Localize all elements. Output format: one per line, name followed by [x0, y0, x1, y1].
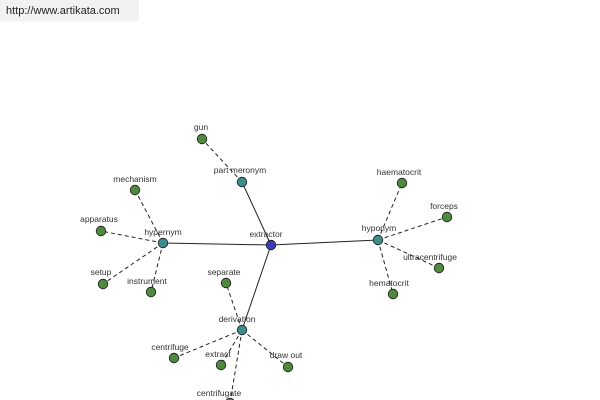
edge-part-meronym-gun — [201, 138, 243, 183]
node-separate[interactable] — [220, 277, 232, 289]
node-label-setup[interactable]: setup — [91, 267, 112, 277]
edge-hypernym-instrument — [150, 242, 164, 293]
node-label-extract[interactable]: extract — [205, 349, 231, 359]
node-forceps[interactable] — [441, 211, 453, 223]
node-instrument[interactable] — [145, 286, 157, 298]
node-extractor[interactable] — [265, 239, 277, 251]
node-label-part-meronym[interactable]: part meronym — [214, 165, 266, 175]
edge-hyponym-haematocrit — [377, 182, 403, 241]
node-label-hyponym[interactable]: hyponym — [362, 223, 397, 233]
node-gun[interactable] — [196, 133, 208, 145]
url-banner[interactable]: http://www.artikata.com — [0, 0, 139, 21]
edges-layer — [100, 138, 448, 400]
node-apparatus[interactable] — [95, 225, 107, 237]
node-hematocrit[interactable] — [387, 288, 399, 300]
edge-derivation-centrifuge — [173, 329, 243, 359]
node-label-hematocrit[interactable]: hematocrit — [369, 278, 409, 288]
node-hyponym[interactable] — [372, 234, 384, 246]
edge-extractor-hyponym — [270, 239, 379, 246]
node-label-haematocrit[interactable]: haematocrit — [377, 167, 422, 177]
node-label-mechanism[interactable]: mechanism — [113, 174, 156, 184]
node-label-forceps[interactable]: forceps — [430, 201, 458, 211]
edge-hypernym-apparatus — [100, 230, 164, 244]
node-label-centrifugate[interactable]: centrifugate — [197, 388, 242, 398]
edge-derivation-separate — [225, 282, 243, 331]
node-haematocrit[interactable] — [396, 177, 408, 189]
node-part-meronym[interactable] — [236, 176, 248, 188]
edge-hyponym-hematocrit — [377, 239, 394, 295]
edge-hypernym-setup — [102, 242, 164, 285]
node-draw-out[interactable] — [282, 361, 294, 373]
node-setup[interactable] — [97, 278, 109, 290]
node-label-hypernym[interactable]: hypernym — [144, 227, 181, 237]
node-label-extractor[interactable]: extractor — [249, 229, 282, 239]
edge-derivation-centrifugate — [229, 329, 243, 400]
edge-hypernym-mechanism — [134, 189, 164, 244]
node-mechanism[interactable] — [129, 184, 141, 196]
labels-layer: extractor part meronym hypernym hyponym deri… — [80, 122, 458, 398]
node-label-centrifuge[interactable]: centrifuge — [151, 342, 189, 352]
node-label-draw-out[interactable]: draw out — [270, 350, 303, 360]
node-label-separate[interactable]: separate — [207, 267, 240, 277]
edge-derivation-draw-out — [241, 329, 289, 368]
edge-extractor-hypernym — [162, 242, 272, 246]
edge-extractor-derivation — [241, 244, 272, 331]
node-label-ultracentrifuge[interactable]: ultracentrifuge — [403, 252, 457, 262]
node-hypernym[interactable] — [157, 237, 169, 249]
node-centrifuge[interactable] — [168, 352, 180, 364]
node-label-derivation[interactable]: derivation — [219, 314, 256, 324]
node-derivation[interactable] — [236, 324, 248, 336]
node-label-gun[interactable]: gun — [194, 122, 208, 132]
edge-extractor-part-meronym — [241, 181, 272, 246]
node-ultracentrifuge[interactable] — [433, 262, 445, 274]
node-label-apparatus[interactable]: apparatus — [80, 214, 118, 224]
edge-hyponym-forceps — [377, 216, 448, 241]
node-label-instrument[interactable]: instrument — [127, 276, 167, 286]
node-extract[interactable] — [215, 359, 227, 371]
nodes-layer — [95, 133, 453, 400]
